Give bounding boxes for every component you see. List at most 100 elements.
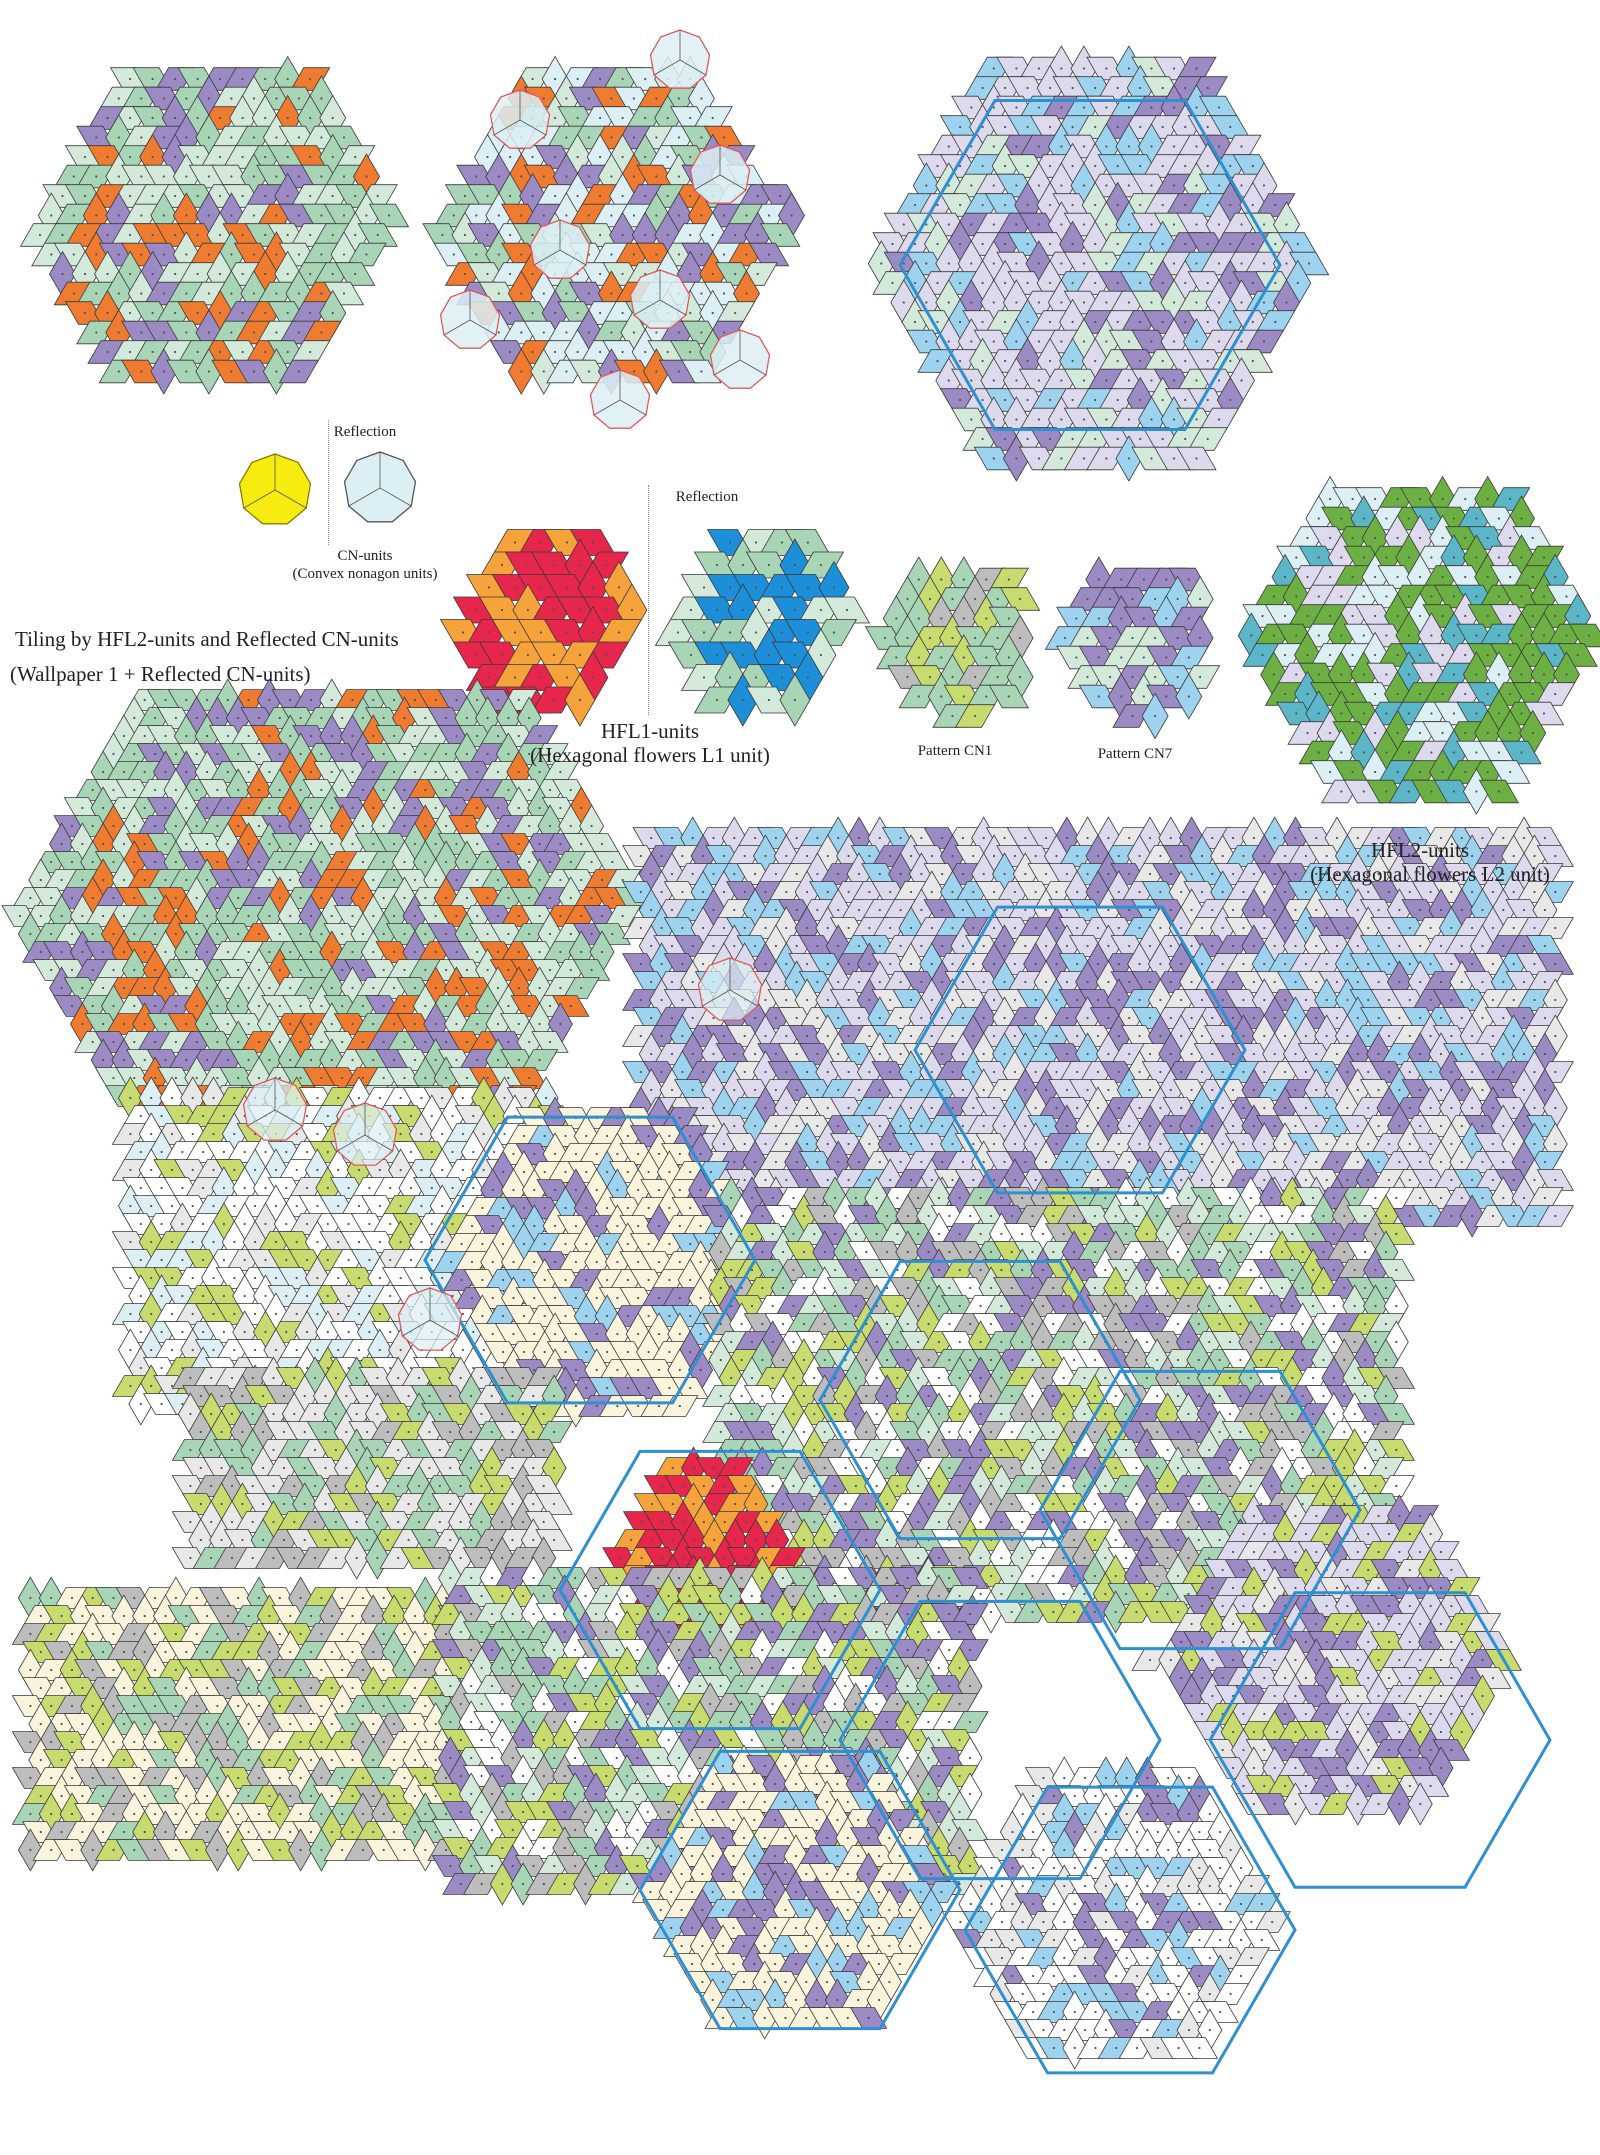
tile-dot (1240, 301, 1243, 304)
tile-dot (1295, 673, 1298, 676)
tile-dot (548, 1004, 552, 1008)
tile-dot (1180, 854, 1183, 858)
tile-dot (216, 896, 219, 900)
tile-dot (1294, 980, 1297, 984)
tile-dot (1304, 962, 1307, 966)
tile-dot (711, 233, 714, 237)
tile-dot (1520, 712, 1523, 715)
tile-dot (559, 842, 562, 846)
tile-dot (767, 653, 771, 657)
tile-dot (342, 292, 346, 295)
tile-dot (1206, 320, 1209, 324)
tile-dot (275, 253, 278, 256)
tile-dot (1294, 1088, 1297, 1092)
tile-dot (1374, 731, 1377, 735)
tile-dot (951, 1142, 954, 1146)
tile-dot (941, 872, 944, 876)
tile-dot (1283, 653, 1287, 657)
tile-dot (1127, 106, 1130, 109)
tile-dot (691, 944, 694, 948)
tile-dot (237, 968, 240, 972)
tile-dot (164, 842, 167, 846)
tile-dot (1419, 980, 1422, 984)
tile-dot (91, 1040, 94, 1044)
tile-dot (1154, 597, 1157, 601)
tile-dot (1543, 908, 1546, 912)
tile-dot (1107, 1016, 1110, 1020)
tile-dot (1481, 1088, 1484, 1092)
tile-dot (320, 932, 323, 936)
tile-dot (1037, 67, 1040, 70)
tile-dot (1037, 418, 1040, 421)
tile-dot (102, 878, 105, 882)
tile-dot (691, 1088, 694, 1092)
tile-dot (1252, 944, 1255, 948)
tile-dot (1221, 1106, 1224, 1110)
tile-dot (1335, 980, 1339, 984)
tile-dot (925, 262, 928, 265)
tile-dot (644, 155, 647, 159)
tile-dot (733, 908, 736, 912)
tile-dot (268, 950, 271, 954)
tile-dot (1441, 575, 1444, 579)
tile-dot (972, 1142, 975, 1146)
tile-dot (1502, 1052, 1505, 1056)
tile-dot (1351, 497, 1354, 501)
tile-dot (857, 908, 861, 912)
tile-dot (196, 155, 199, 159)
tile-dot (1013, 1070, 1017, 1074)
tile-dot (475, 214, 478, 217)
tile-dot (1356, 980, 1359, 984)
tile-dot (1045, 1016, 1048, 1020)
tile-dot (1263, 1142, 1266, 1146)
tile-dot (1082, 301, 1085, 304)
tile-dot (320, 214, 323, 217)
tile-dot (909, 962, 913, 966)
tile-dot (393, 878, 396, 882)
tile-dot (1086, 908, 1089, 912)
tile-dot (486, 155, 489, 159)
tile-dot (878, 1124, 881, 1128)
tile-dot (341, 968, 344, 972)
tile-dot (1346, 962, 1349, 966)
tile-dot (868, 962, 871, 966)
tile-dot (930, 890, 933, 894)
tile-dot (1450, 1106, 1453, 1110)
tile-dot (70, 896, 74, 900)
tile-dot (691, 908, 694, 912)
tile-dot (951, 890, 954, 894)
tile-dot (474, 608, 478, 612)
tile-dot (1261, 653, 1264, 657)
tile-dot (185, 97, 188, 100)
tile-dot (434, 806, 437, 810)
tile-dot (1108, 597, 1112, 601)
tile-dot (330, 734, 333, 738)
tile-dot (195, 716, 198, 720)
tile-dot (899, 908, 902, 912)
tile-dot (576, 272, 579, 276)
tile-dot (531, 194, 534, 198)
tile-dot (972, 1070, 975, 1074)
tile-dot (947, 379, 950, 382)
tile-dot (681, 998, 684, 1002)
tile-dot (666, 350, 669, 354)
tile-dot (309, 155, 312, 159)
tile-dot (445, 860, 448, 864)
tile-dot (185, 770, 188, 774)
tile-dot (342, 175, 346, 178)
tile-dot (878, 1016, 881, 1020)
tile-dot (1385, 556, 1388, 559)
tile-dot (681, 854, 684, 858)
tile-dot (1217, 145, 1221, 148)
tile-dot (1408, 1142, 1411, 1146)
tile-dot (1211, 944, 1214, 948)
tile-dot (1187, 578, 1190, 581)
tile-dot (237, 752, 240, 756)
tile-dot (1232, 980, 1235, 984)
tile-dot (982, 1016, 985, 1020)
tile-dot (982, 872, 985, 876)
tile-dot (1419, 497, 1422, 501)
tile-dot (899, 1124, 902, 1128)
tile-dot (1362, 595, 1365, 598)
tile-dot (1086, 1016, 1089, 1020)
